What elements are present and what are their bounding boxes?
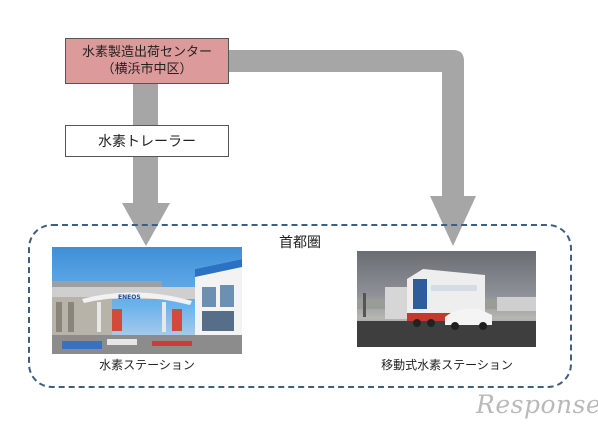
production-center-name: 水素製造出荷センター [81,45,212,60]
metro-region-boundary [28,224,572,388]
response-watermark: Response. [476,390,598,419]
mobile-station-photo [357,251,536,347]
mobile-station-caption: 移動式水素ステーション [381,358,513,372]
trailer-box: 水素トレーラー [65,125,229,157]
region-label: 首都圏 [200,232,400,252]
station-caption: 水素ステーション [99,358,195,372]
hydrogen-station-photo: ENEOS [52,247,242,354]
trailer-label: 水素トレーラー [98,134,196,150]
arrow-to-mobile-station [229,50,476,246]
eneos-sign: ENEOS [118,294,141,301]
arrow-to-station [122,157,170,246]
arrow-stem-top [133,84,158,125]
production-center-box: 水素製造出荷センター （横浜市中区） [65,38,229,84]
production-center-location: （横浜市中区） [101,62,193,77]
